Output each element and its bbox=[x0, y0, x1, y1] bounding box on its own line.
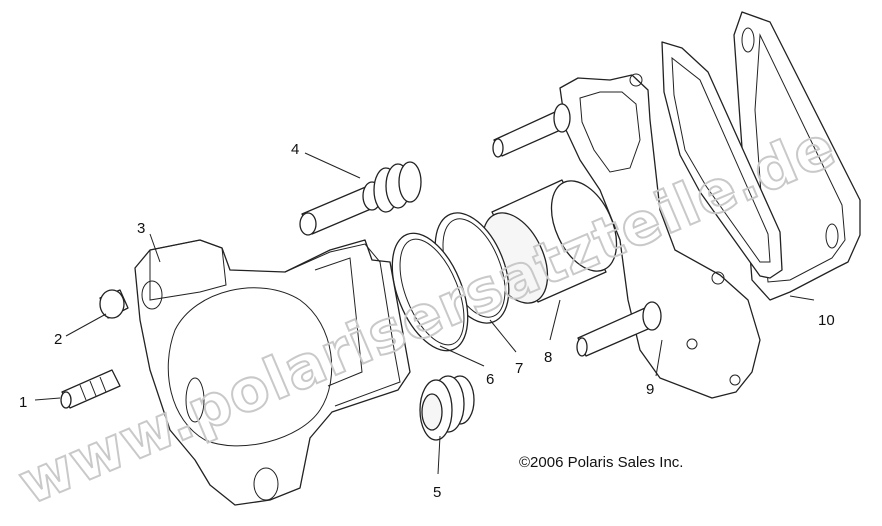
callout-8: 8 bbox=[544, 349, 552, 366]
callout-9: 9 bbox=[646, 381, 654, 398]
callout-numbers: 1 2 3 4 5 6 7 8 9 10 bbox=[19, 141, 835, 501]
part-2-bleeder-cap bbox=[99, 289, 129, 319]
copyright-notice: ©2006 Polaris Sales Inc. bbox=[519, 454, 683, 471]
part-4-slide-pin-boot bbox=[299, 161, 422, 236]
callout-2: 2 bbox=[54, 331, 62, 348]
part-5-slide-pin-boot bbox=[419, 375, 475, 441]
part-9-caliper-bracket bbox=[492, 73, 761, 399]
part-3-caliper-housing bbox=[134, 239, 411, 506]
part-1-bleeder-screw bbox=[60, 369, 121, 409]
callout-3: 3 bbox=[137, 220, 145, 237]
callout-10: 10 bbox=[818, 312, 835, 329]
callout-1: 1 bbox=[19, 394, 27, 411]
callout-5: 5 bbox=[433, 484, 441, 501]
callout-7: 7 bbox=[515, 360, 523, 377]
callout-6: 6 bbox=[486, 371, 494, 388]
leader-lines bbox=[34, 152, 815, 475]
callout-4: 4 bbox=[291, 141, 299, 158]
part-6-dust-seal bbox=[391, 232, 469, 352]
part-10-brake-pad-inner bbox=[661, 41, 783, 279]
